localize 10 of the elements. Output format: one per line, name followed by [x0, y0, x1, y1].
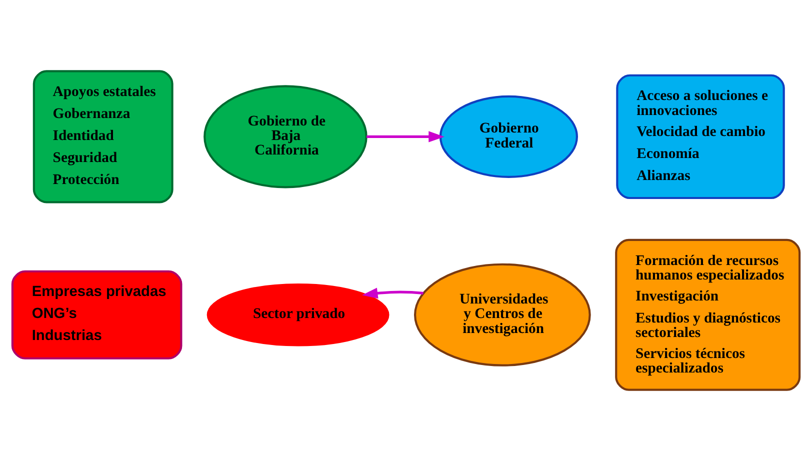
- node-box: Formación de recursos humanos especializados Investigación Estudios y diagnósticos sectoriales Servicios técnicos especializados: [615, 238, 801, 391]
- node-box: Empresas privadas ONG’s Industrias: [11, 270, 182, 360]
- node-box: Acceso a soluciones e innovaciones Velocidad de cambio Economía Alianzas: [616, 74, 785, 200]
- node-ellipse: Gobierno de Baja California: [204, 85, 368, 188]
- node-ellipse: Gobierno Federal: [439, 95, 578, 178]
- node-ellipse: Sector privado: [206, 283, 390, 346]
- arrow: [362, 288, 424, 299]
- arrow: [366, 131, 444, 142]
- node-box: Apoyos estatales Gobernanza Identidad Seguridad Protección: [32, 70, 174, 204]
- node-ellipse: Universidades y Centros de investigación: [414, 263, 591, 366]
